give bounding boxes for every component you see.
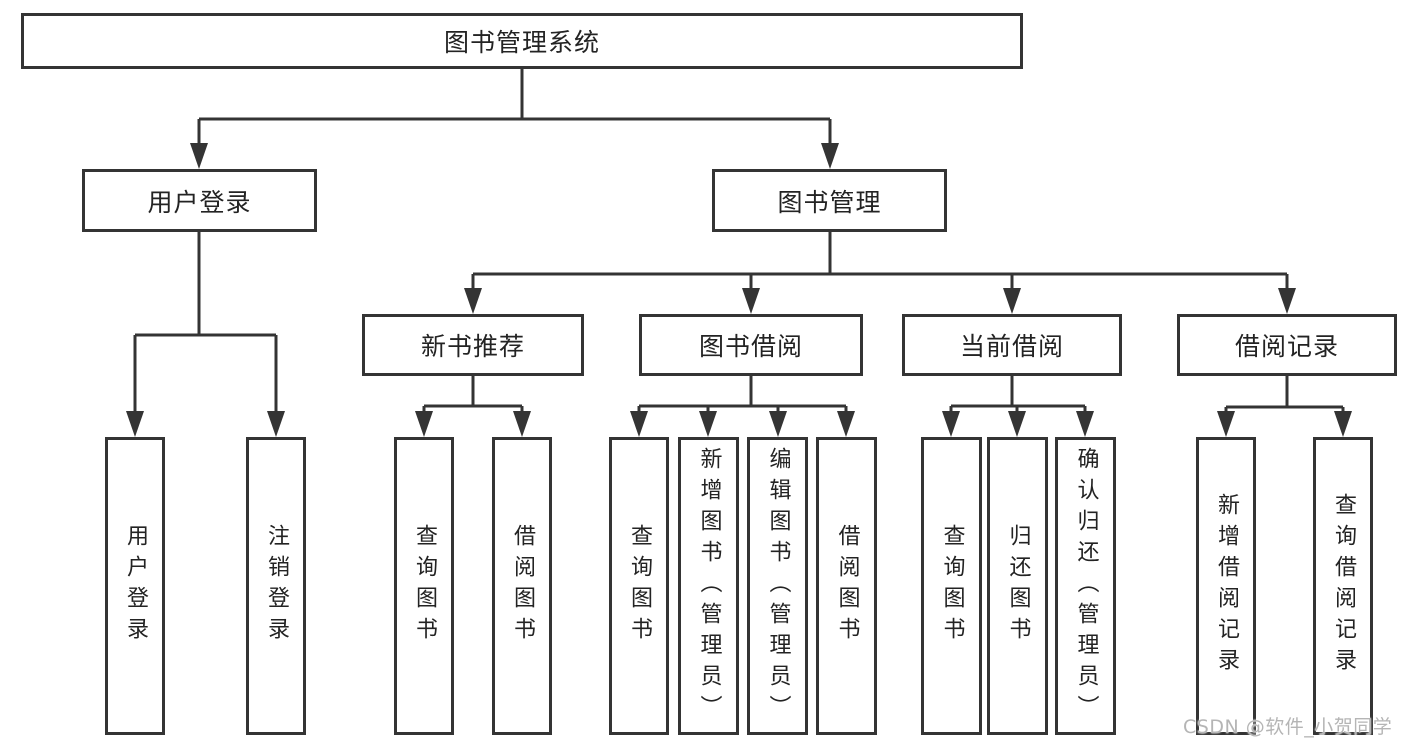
node-current-borrow-label: 当前借阅: [959, 332, 1064, 361]
node-leaf-edit-book-admin-label: 编辑图书（管理员）: [765, 446, 791, 726]
node-book-borrow: 图书借阅: [639, 314, 863, 376]
node-leaf-query-book-1: 查询图书: [394, 437, 454, 735]
node-new-book-recommend: 新书推荐: [362, 314, 584, 376]
node-leaf-user-login: 用户登录: [105, 437, 165, 735]
node-leaf-borrow-book-1: 借阅图书: [492, 437, 552, 735]
node-leaf-user-login-label: 用户登录: [123, 524, 148, 648]
node-current-borrow: 当前借阅: [902, 314, 1122, 376]
node-root: 图书管理系统: [21, 13, 1023, 69]
node-leaf-query-book-3-label: 查询图书: [939, 524, 965, 648]
node-book-borrow-label: 图书借阅: [698, 332, 803, 361]
node-user-login-label: 用户登录: [147, 187, 252, 217]
node-leaf-confirm-return-admin-label: 确认归还（管理员）: [1073, 446, 1099, 726]
node-book-management-label: 图书管理: [777, 187, 882, 217]
node-leaf-logout-label: 注销登录: [264, 524, 289, 648]
node-new-book-recommend-label: 新书推荐: [420, 332, 525, 361]
csdn-watermark: CSDN @软件_小贺同学: [1183, 716, 1393, 738]
node-leaf-add-book-admin-label: 新增图书（管理员）: [696, 446, 722, 726]
arrowheads: [126, 143, 1352, 437]
node-leaf-return-book-label: 归还图书: [1005, 524, 1031, 648]
node-leaf-borrow-book-2-label: 借阅图书: [834, 524, 860, 648]
node-leaf-edit-book-admin: 编辑图书（管理员）: [747, 437, 808, 735]
node-leaf-borrow-book-2: 借阅图书: [816, 437, 877, 735]
node-leaf-return-book: 归还图书: [987, 437, 1048, 735]
node-leaf-query-book-1-label: 查询图书: [412, 524, 437, 648]
node-borrow-record-label: 借阅记录: [1234, 332, 1339, 361]
node-leaf-query-book-2-label: 查询图书: [627, 524, 652, 648]
node-leaf-logout: 注销登录: [246, 437, 306, 735]
node-leaf-query-borrow-record: 查询借阅记录: [1313, 437, 1373, 735]
node-borrow-record: 借阅记录: [1177, 314, 1397, 376]
node-leaf-query-book-3: 查询图书: [921, 437, 982, 735]
node-root-label: 图书管理系统: [443, 28, 600, 57]
node-leaf-add-borrow-record: 新增借阅记录: [1196, 437, 1256, 735]
node-leaf-query-borrow-record-label: 查询借阅记录: [1331, 493, 1356, 679]
node-user-login: 用户登录: [82, 169, 317, 232]
node-book-management: 图书管理: [712, 169, 947, 232]
node-leaf-add-book-admin: 新增图书（管理员）: [678, 437, 739, 735]
node-leaf-add-borrow-record-label: 新增借阅记录: [1214, 493, 1239, 679]
node-leaf-borrow-book-1-label: 借阅图书: [510, 524, 535, 648]
node-leaf-query-book-2: 查询图书: [609, 437, 669, 735]
node-leaf-confirm-return-admin: 确认归还（管理员）: [1055, 437, 1116, 735]
